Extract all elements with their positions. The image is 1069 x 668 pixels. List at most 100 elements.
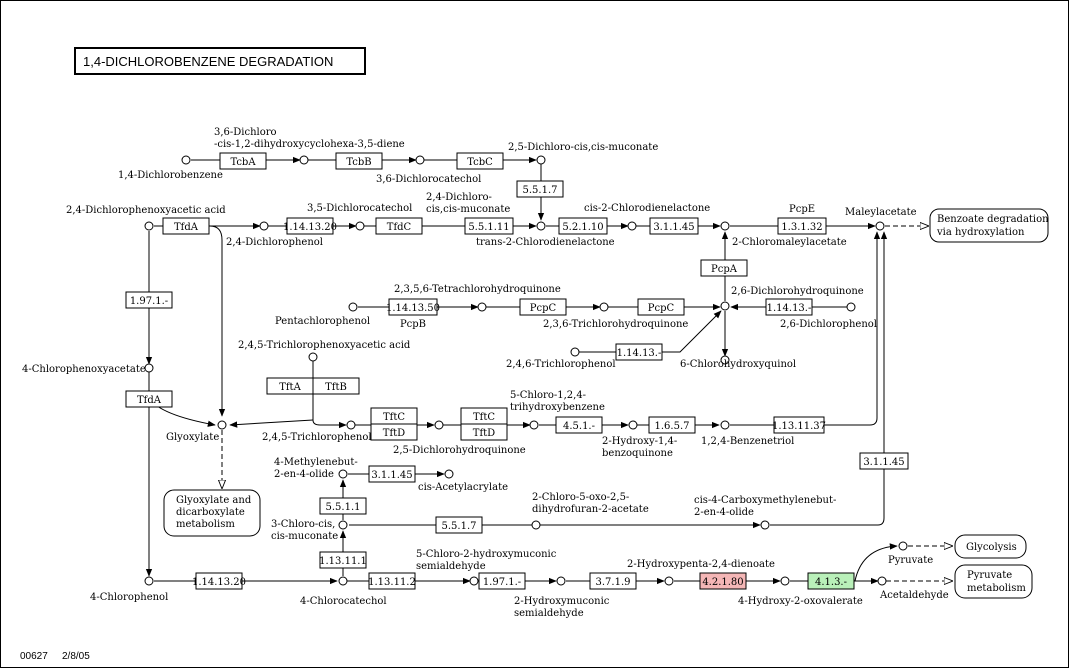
- compound-node: [181, 155, 191, 165]
- compound-node: [529, 420, 539, 430]
- enzyme-box[interactable]: 5.5.1.11: [464, 217, 514, 235]
- enzyme-box[interactable]: 1.97.1.-: [125, 291, 173, 309]
- reaction-lines: [145, 156, 952, 581]
- compound-node: [627, 221, 637, 231]
- enzyme-box[interactable]: TcbA: [219, 152, 267, 170]
- page-title: 1,4-DICHLOROBENZENE DEGRADATION: [83, 54, 333, 69]
- compound-node: [531, 520, 541, 530]
- svg-text:2-Chloro-5-oxo-2,5-: 2-Chloro-5-oxo-2,5-: [532, 492, 629, 503]
- enzyme-box-highlight-pink[interactable]: 4.2.1.80: [699, 572, 747, 590]
- enzyme-box[interactable]: 1.14.13.-: [615, 343, 663, 361]
- svg-text:2,6-Dichlorohydroquinone: 2,6-Dichlorohydroquinone: [731, 286, 864, 297]
- enzyme-box[interactable]: TftD: [460, 423, 508, 441]
- enzyme-box[interactable]: PcpC: [519, 298, 567, 316]
- compound-labels: 1,4-Dichlorobenzene 3,6-Dichloro -cis-1,…: [22, 127, 949, 619]
- enzyme-box[interactable]: TfdA: [125, 390, 173, 408]
- enzyme-box[interactable]: 1.13.11.1: [319, 551, 367, 569]
- svg-text:2-Hydroxy-1,4-: 2-Hydroxy-1,4-: [602, 436, 677, 447]
- svg-text:1,4-Dichlorobenzene: 1,4-Dichlorobenzene: [118, 170, 223, 181]
- compound-node: [259, 221, 269, 231]
- svg-text:1.14.13.-: 1.14.13.-: [767, 303, 812, 314]
- compound-node: [628, 420, 638, 430]
- enzyme-box[interactable]: 5.2.1.10: [558, 217, 608, 235]
- svg-text:PcpA: PcpA: [711, 264, 738, 275]
- compound-nodes: [144, 155, 908, 586]
- enzyme-box[interactable]: 5.5.1.7: [516, 180, 564, 198]
- enzyme-box[interactable]: 3.7.1.9: [589, 572, 637, 590]
- compound-node: [570, 347, 580, 357]
- svg-text:TftA: TftA: [279, 382, 301, 393]
- svg-text:dicarboxylate: dicarboxylate: [176, 507, 245, 518]
- enzyme-box[interactable]: TftD: [370, 423, 418, 441]
- svg-text:1.14.13.20: 1.14.13.20: [192, 577, 246, 588]
- enzyme-box[interactable]: TcbB: [335, 152, 383, 170]
- svg-text:2-Hydroxymuconic: 2-Hydroxymuconic: [514, 596, 610, 607]
- map-link-pyruvate[interactable]: Pyruvate metabolism: [954, 564, 1033, 599]
- svg-text:benzoquinone: benzoquinone: [602, 448, 673, 459]
- svg-text:1.14.13.-: 1.14.13.-: [617, 348, 662, 359]
- svg-text:2,5-Dichlorohydroquinone: 2,5-Dichlorohydroquinone: [393, 445, 526, 456]
- enzyme-box[interactable]: 5.5.1.1: [319, 497, 367, 515]
- map-link-benzoate[interactable]: Benzoate degradation via hydroxylation: [929, 208, 1049, 243]
- svg-text:cis-muconate: cis-muconate: [271, 531, 338, 542]
- compound-node: [434, 420, 444, 430]
- enzyme-box[interactable]: TftC: [370, 407, 418, 425]
- compound-node: [338, 576, 348, 586]
- compound-node: [664, 576, 674, 586]
- enzyme-box[interactable]: TcbC: [456, 152, 504, 170]
- svg-text:via hydroxylation: via hydroxylation: [936, 227, 1025, 238]
- svg-text:cis-Acetylacrylate: cis-Acetylacrylate: [418, 482, 508, 493]
- svg-text:2,3,5,6-Tetrachlorohydroquinon: 2,3,5,6-Tetrachlorohydroquinone: [394, 284, 561, 295]
- svg-text:5.5.1.1: 5.5.1.1: [326, 502, 361, 513]
- enzyme-box[interactable]: 1.13.11.37: [772, 416, 826, 434]
- compound-node: [346, 420, 356, 430]
- enzyme-box[interactable]: TfdA: [162, 217, 210, 235]
- enzyme-box[interactable]: 1.14.13.20: [283, 217, 337, 235]
- svg-text:TftD: TftD: [473, 428, 495, 439]
- svg-text:4.2.1.80: 4.2.1.80: [702, 577, 743, 588]
- enzyme-box[interactable]: 3.1.1.45: [649, 217, 699, 235]
- enzyme-box[interactable]: PcpA: [700, 259, 748, 277]
- enzyme-box[interactable]: 1.14.13.-: [765, 298, 813, 316]
- svg-text:1,2,4-Benzenetriol: 1,2,4-Benzenetriol: [701, 436, 794, 447]
- svg-text:Maleylacetate: Maleylacetate: [845, 207, 917, 218]
- svg-text:1.13.11.37: 1.13.11.37: [772, 421, 826, 432]
- enzyme-box[interactable]: 4.5.1.-: [555, 416, 603, 434]
- enzyme-box-highlight-green[interactable]: 4.1.3.-: [807, 572, 855, 590]
- svg-text:metabolism: metabolism: [176, 519, 235, 530]
- enzyme-box[interactable]: TfdC: [375, 217, 423, 235]
- compound-node: [536, 155, 546, 165]
- enzyme-box[interactable]: 3.1.1.45: [368, 465, 416, 483]
- enzyme-label: PcpB: [400, 319, 426, 330]
- title-box: 1,4-DICHLOROBENZENE DEGRADATION: [74, 47, 366, 75]
- svg-text:1.13.11.1: 1.13.11.1: [319, 556, 367, 567]
- svg-text:Glyoxylate: Glyoxylate: [166, 432, 219, 443]
- enzyme-label: PcpE: [789, 204, 815, 215]
- map-boxes: Benzoate degradation via hydroxylation G…: [163, 208, 1049, 599]
- svg-text:semialdehyde: semialdehyde: [514, 608, 584, 619]
- svg-text:Pentachlorophenol: Pentachlorophenol: [275, 316, 370, 327]
- enzyme-box[interactable]: TftA: [266, 377, 314, 395]
- enzyme-box[interactable]: 1.6.5.7: [648, 416, 696, 434]
- svg-text:cis-2-Chlorodienelactone: cis-2-Chlorodienelactone: [584, 203, 710, 214]
- svg-text:3,5-Dichlorocatechol: 3,5-Dichlorocatechol: [307, 203, 412, 214]
- svg-text:metabolism: metabolism: [967, 583, 1026, 594]
- enzyme-box[interactable]: 1.14.13.20: [192, 572, 246, 590]
- svg-text:1.97.1.-: 1.97.1.-: [130, 296, 168, 307]
- svg-text:2-Chloromaleylacetate: 2-Chloromaleylacetate: [732, 237, 847, 248]
- compound-node: [846, 302, 856, 312]
- map-link-glycolysis[interactable]: Glycolysis: [954, 534, 1027, 559]
- enzyme-box[interactable]: TftB: [312, 377, 360, 395]
- enzyme-box[interactable]: TftC: [460, 407, 508, 425]
- enzyme-box[interactable]: 1.3.1.32: [777, 217, 827, 235]
- enzyme-box[interactable]: 1.14.13.50: [386, 298, 440, 316]
- enzyme-box[interactable]: 1.13.11.2: [368, 572, 416, 590]
- enzyme-box[interactable]: PcpC: [637, 298, 685, 316]
- map-link-glyoxylate[interactable]: Glyoxylate and dicarboxylate metabolism: [163, 489, 261, 537]
- enzyme-box[interactable]: 1.97.1.-: [478, 572, 526, 590]
- compound-node: [760, 520, 770, 530]
- enzyme-box[interactable]: 3.1.1.45: [859, 452, 909, 470]
- svg-text:1.14.13.20: 1.14.13.20: [283, 222, 337, 233]
- compound-node: [144, 221, 154, 231]
- enzyme-box[interactable]: 5.5.1.7: [435, 516, 483, 534]
